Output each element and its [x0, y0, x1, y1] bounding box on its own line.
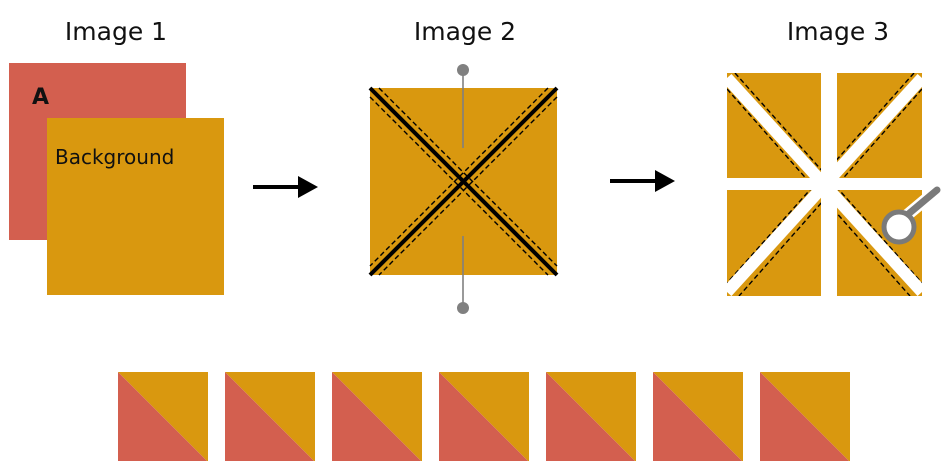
image2-panel [368, 64, 559, 314]
hst-background-triangle [332, 372, 422, 461]
stitch-line-2a [369, 87, 549, 267]
fabric-a-label: A [32, 85, 49, 110]
image2-title: Image 2 [414, 17, 516, 46]
hst-fabric-a-triangle [546, 372, 635, 461]
result-units-row [118, 372, 850, 461]
hst-background-triangle [760, 372, 850, 461]
hst-unit [225, 372, 315, 461]
hst-background-triangle [653, 372, 743, 461]
image3-panel [727, 73, 943, 296]
pin-icon [457, 64, 469, 148]
image3-title: Image 3 [787, 17, 889, 46]
hst-fabric-a-triangle [760, 372, 849, 461]
image1-title: Image 1 [65, 17, 167, 46]
background-fabric-label: Background [55, 145, 174, 169]
hst-fabric-a-triangle [439, 372, 528, 461]
right-arrow-icon [610, 170, 675, 192]
hst-unit [546, 372, 636, 461]
stitch-line-2b [378, 96, 558, 276]
hst-fabric-a-triangle [332, 372, 421, 461]
hst-background-triangle [225, 372, 315, 461]
hst-fabric-a-triangle [118, 372, 207, 461]
hst-unit [760, 372, 850, 461]
rotary-cutter-icon [881, 184, 943, 245]
hst-background-triangle [439, 372, 529, 461]
image1-panel: A Background [9, 63, 224, 295]
right-arrow-icon [253, 176, 318, 198]
pin-icon [457, 236, 469, 314]
stitch-line-1b [369, 96, 549, 276]
hst-unit [332, 372, 422, 461]
hst-fabric-a-triangle [653, 372, 742, 461]
hst-unit [439, 372, 529, 461]
hst-background-triangle [546, 372, 636, 461]
background-fabric-square [47, 118, 224, 295]
stitch-line-1a [378, 87, 558, 267]
hst-fabric-a-triangle [225, 372, 314, 461]
hst-unit [653, 372, 743, 461]
hst-background-triangle [118, 372, 208, 461]
hst-unit [118, 372, 208, 461]
draw-line-diagonal-2 [368, 86, 559, 277]
